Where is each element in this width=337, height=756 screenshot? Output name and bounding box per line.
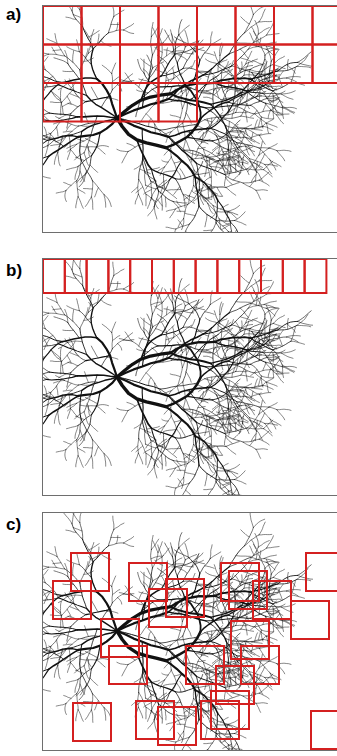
patch-square [159, 6, 198, 45]
strip-patches [43, 259, 326, 293]
patch-square [197, 6, 236, 45]
panel-frame [42, 258, 337, 496]
patch-square [174, 259, 196, 293]
patch-square [305, 259, 327, 293]
patch-square [159, 45, 198, 84]
patch-grid [43, 6, 337, 122]
panel-frame [42, 512, 337, 751]
patch-square [43, 45, 82, 84]
patch-square [239, 259, 261, 293]
patch-square [274, 45, 313, 84]
patch-square [130, 259, 152, 293]
panel-frame [42, 5, 337, 233]
retina-illustration [43, 6, 337, 233]
patch-square [82, 83, 121, 122]
patch-square [306, 553, 337, 591]
patch-square [236, 45, 275, 84]
retina-illustration [43, 259, 337, 496]
patch-square [201, 701, 239, 739]
patch-square [152, 259, 174, 293]
retina-illustration [43, 513, 337, 751]
random-patches [53, 553, 337, 749]
patch-square [291, 601, 329, 639]
patch-square [108, 259, 130, 293]
patch-square [82, 6, 121, 45]
patch-square [231, 621, 269, 659]
patch-square [283, 259, 305, 293]
panel-label: a) [6, 6, 21, 23]
patch-square [43, 6, 82, 45]
patch-square [197, 45, 236, 84]
panel-label: b) [6, 262, 22, 279]
patch-square [158, 707, 196, 745]
patch-square [101, 619, 139, 657]
patch-square [159, 83, 198, 122]
patch-square [73, 703, 111, 741]
patch-square [43, 83, 82, 122]
patch-square [82, 45, 121, 84]
patch-square [120, 6, 159, 45]
patch-square [166, 579, 204, 617]
patch-square [65, 259, 87, 293]
patch-square [217, 259, 239, 293]
patch-square [311, 711, 337, 749]
patch-square [87, 259, 109, 293]
patch-square [236, 6, 275, 45]
patch-square [313, 6, 337, 45]
patch-square [313, 45, 337, 84]
patch-square [120, 83, 159, 122]
patch-square [229, 571, 267, 609]
patch-square [274, 6, 313, 45]
patch-square [109, 646, 147, 684]
patch-square [211, 691, 249, 729]
patch-square [149, 589, 187, 627]
patch-square [253, 581, 291, 619]
patch-square [53, 581, 91, 619]
patch-square [43, 259, 65, 293]
patch-square [196, 259, 218, 293]
patch-square [261, 259, 283, 293]
patch-square [120, 45, 159, 84]
panel-label: c) [6, 516, 21, 533]
